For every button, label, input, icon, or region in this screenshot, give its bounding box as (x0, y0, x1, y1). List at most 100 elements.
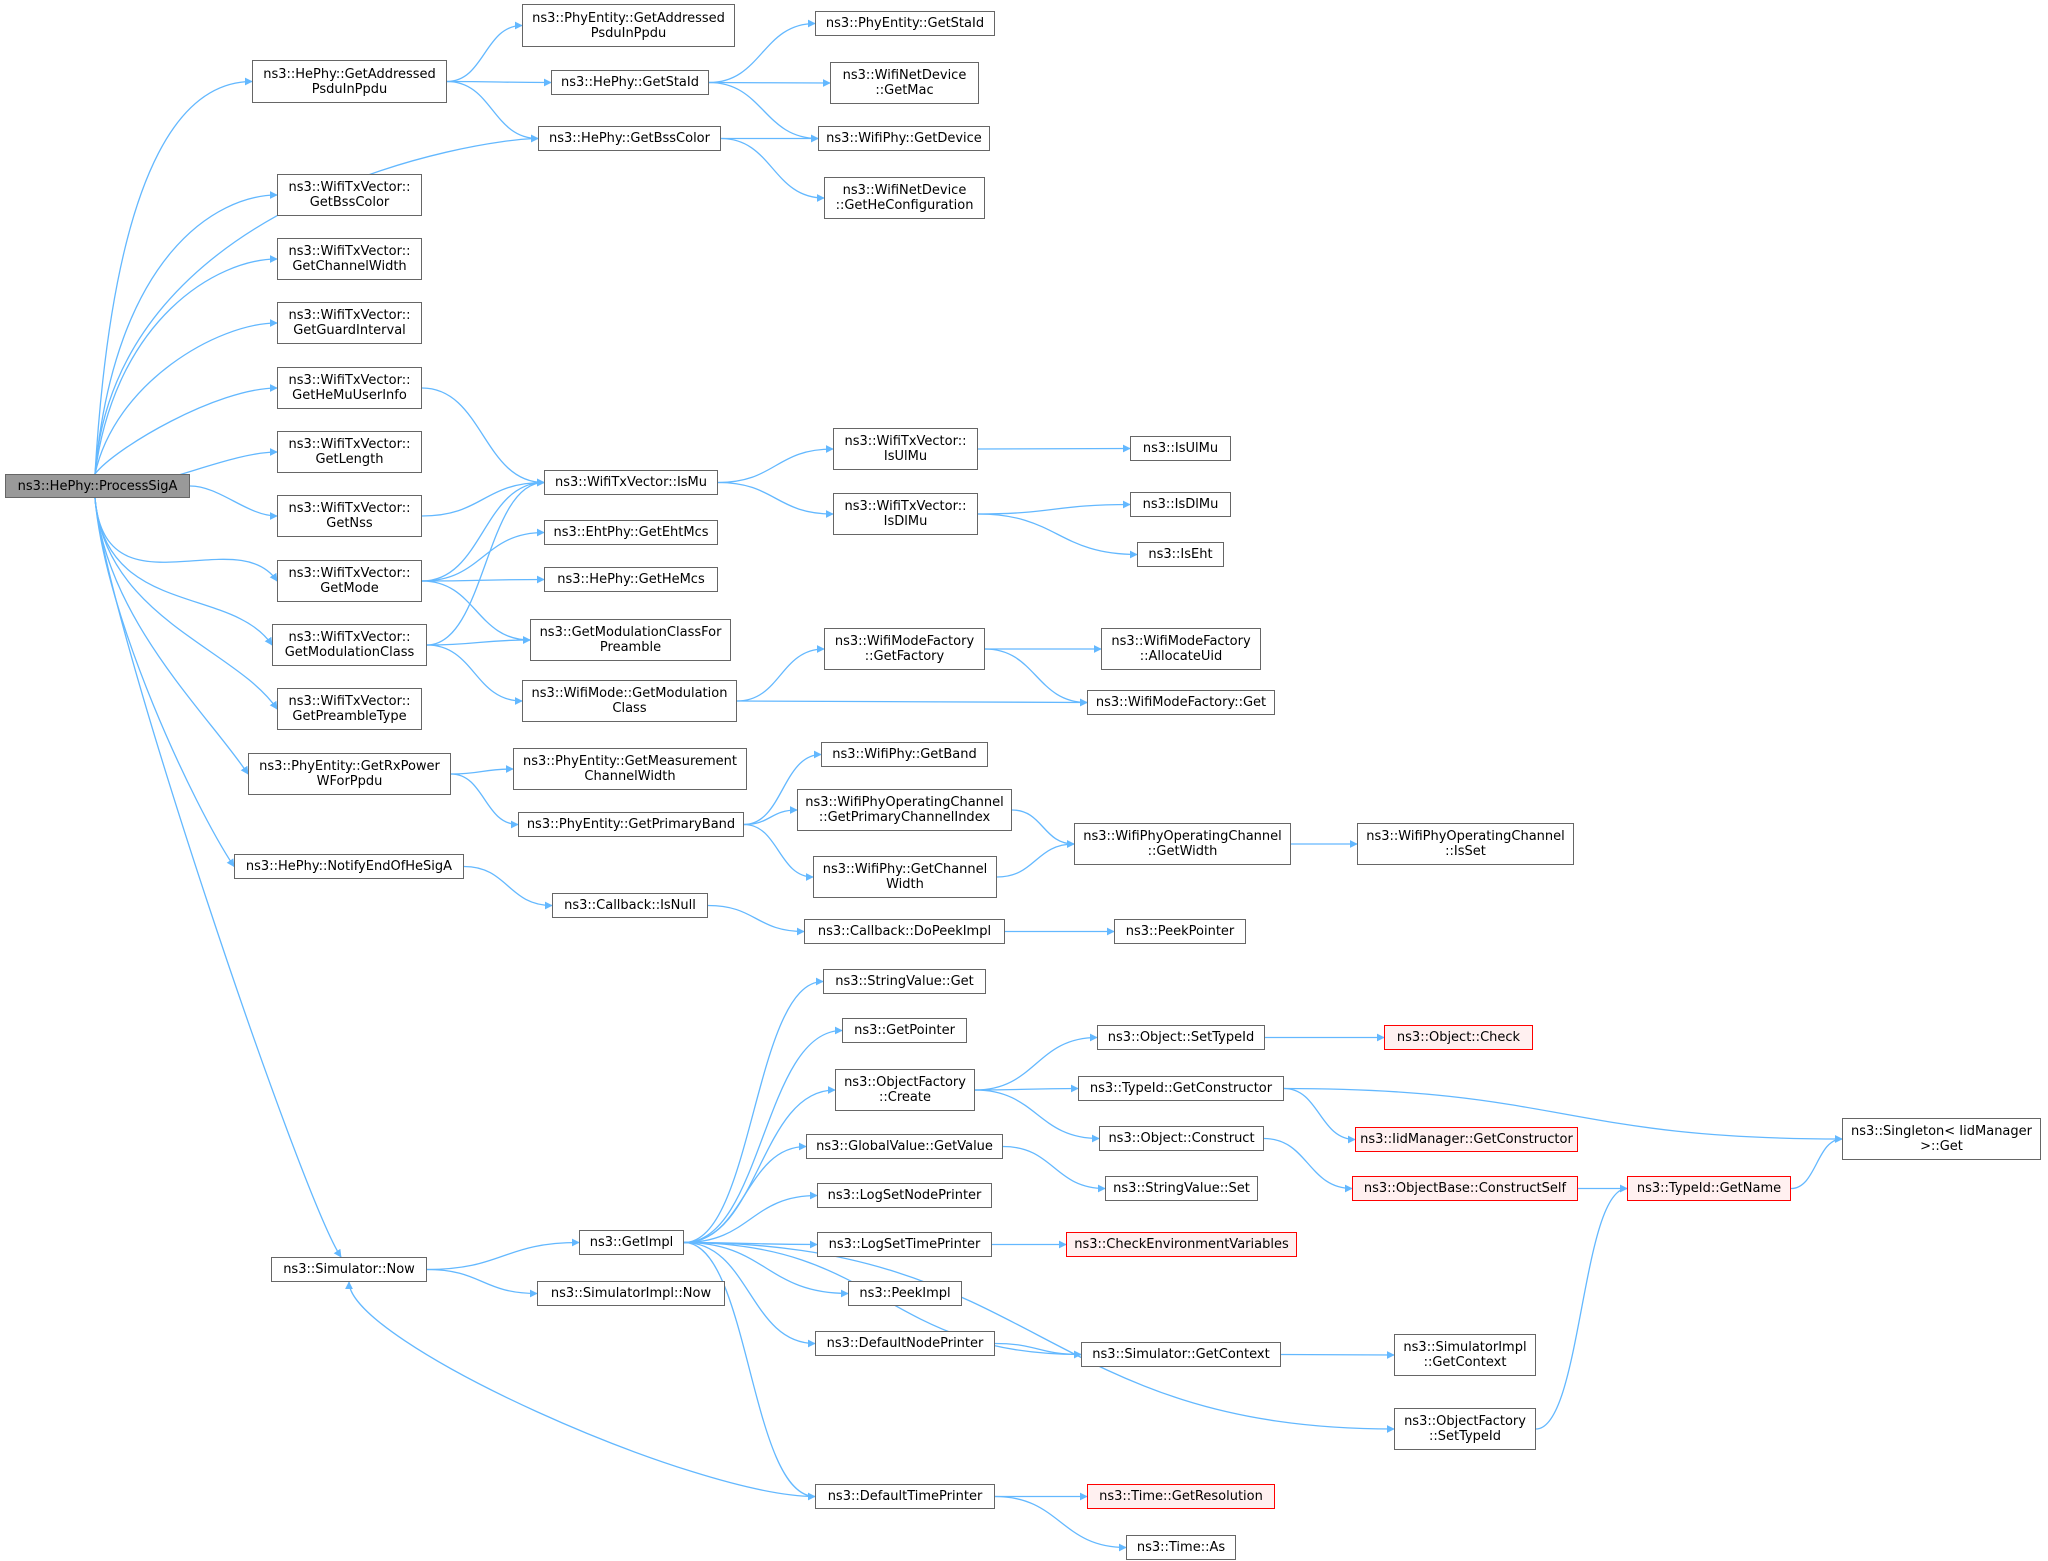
node-label-line: ::IsSet (1445, 844, 1486, 859)
edge-getImpl-to-ofCreate (683, 1086, 836, 1244)
node-objectfactory-settypeid[interactable]: ns3::ObjectFactory::SetTypeId (1394, 1408, 1536, 1450)
node-getpointer[interactable]: ns3::GetPointer (842, 1018, 967, 1043)
node-wifitxvector-getnss[interactable]: ns3::WifiTxVector::GetNss (277, 495, 422, 537)
node-time-getresolution[interactable]: ns3::Time::GetResolution (1087, 1484, 1275, 1509)
node-wifiphyoperatingchannel-isset[interactable]: ns3::WifiPhyOperatingChannel::IsSet (1357, 823, 1574, 865)
node-wifitxvector-getbsscolor[interactable]: ns3::WifiTxVector::GetBssColor (277, 174, 422, 216)
node-label-line: ns3::HePhy::GetBssColor (549, 131, 710, 146)
node-defaulttimeprinter[interactable]: ns3::DefaultTimePrinter (815, 1484, 995, 1509)
node-time-as[interactable]: ns3::Time::As (1126, 1535, 1236, 1560)
node-logsetnodeprinter[interactable]: ns3::LogSetNodePrinter (817, 1183, 992, 1208)
edge-peGetPrimBand-to-wpocGetPrimIdx (743, 806, 798, 826)
node-label-line: ns3::ObjectFactory (844, 1075, 966, 1090)
node-object-construct[interactable]: ns3::Object::Construct (1099, 1126, 1264, 1151)
node-wifitxvector-getpreambletype[interactable]: ns3::WifiTxVector::GetPreambleType (277, 688, 422, 730)
node-hephy-gethemcs[interactable]: ns3::HePhy::GetHeMcs (544, 567, 718, 592)
node-label-line: ns3::Singleton< IidManager (1850, 1124, 2032, 1139)
node-wifimodefactory-getfactory[interactable]: ns3::WifiModeFactory::GetFactory (824, 628, 985, 670)
node-simulator-now[interactable]: ns3::Simulator::Now (271, 1257, 427, 1282)
node-callback-isnull[interactable]: ns3::Callback::IsNull (552, 893, 708, 918)
node-label-line: ::Create (879, 1090, 931, 1105)
node-stringvalue-set[interactable]: ns3::StringValue::Set (1105, 1176, 1258, 1201)
node-label-line: GetPreambleType (292, 709, 407, 724)
node-label-line: ns3::Object::SetTypeId (1107, 1030, 1255, 1045)
node-defaultnodeprinter[interactable]: ns3::DefaultNodePrinter (815, 1331, 995, 1356)
edge-peGetRxPower-to-peGetMeasCw (450, 765, 514, 775)
node-label-line: ns3::WifiTxVector:: (288, 308, 411, 323)
node-wifinetdevice-getmac[interactable]: ns3::WifiNetDevice::GetMac (830, 62, 979, 104)
node-wifimodefactory-get[interactable]: ns3::WifiModeFactory::Get (1087, 690, 1275, 715)
node-peekimpl[interactable]: ns3::PeekImpl (848, 1281, 962, 1306)
node-simulatorimpl-now[interactable]: ns3::SimulatorImpl::Now (537, 1281, 725, 1306)
node-label-line: ns3::TypeId::GetName (1636, 1181, 1782, 1196)
node-phyentity-getprimaryband[interactable]: ns3::PhyEntity::GetPrimaryBand (518, 812, 744, 837)
node-wifitxvector-ismu[interactable]: ns3::WifiTxVector::IsMu (544, 470, 718, 495)
node-label-line: ns3::HePhy::NotifyEndOfHeSigA (245, 859, 453, 874)
edge-peGetRxPower-to-peGetPrimBand (450, 773, 519, 829)
edge-simNow-to-simImplNow (426, 1268, 538, 1298)
node-wifitxvector-gethemuuserinfo[interactable]: ns3::WifiTxVector::GetHeMuUserInfo (277, 367, 422, 409)
node-simulator-getcontext[interactable]: ns3::Simulator::GetContext (1081, 1342, 1281, 1367)
node-label-line: ns3::WifiTxVector:: (288, 437, 411, 452)
edge-simGetContext-to-simImplGetContext (1280, 1350, 1395, 1359)
node-wifitxvector-getchannelwidth[interactable]: ns3::WifiTxVector::GetChannelWidth (277, 238, 422, 280)
edge-txGetHeMu-to-txIsMu (421, 387, 545, 487)
node-label-line: ns3::WifiModeFactory::Get (1095, 695, 1267, 710)
edge-wmGetModClass-to-wmfGet (736, 698, 1088, 707)
node-objectfactory-create[interactable]: ns3::ObjectFactory::Create (835, 1069, 975, 1111)
node-iidmanager-getconstructor[interactable]: ns3::IidManager::GetConstructor (1355, 1127, 1578, 1152)
node-label-line: ns3::WifiModeFactory (834, 634, 975, 649)
node-wifiphy-getband[interactable]: ns3::WifiPhy::GetBand (821, 742, 988, 767)
node-wifiphyoperatingchannel-getwidth[interactable]: ns3::WifiPhyOperatingChannel::GetWidth (1074, 823, 1291, 865)
node-object-check[interactable]: ns3::Object::Check (1384, 1025, 1533, 1050)
node-getimpl[interactable]: ns3::GetImpl (579, 1230, 684, 1255)
node-wifitxvector-getguardinterval[interactable]: ns3::WifiTxVector::GetGuardInterval (277, 302, 422, 344)
edge-processSigA-to-txGetNss (189, 485, 278, 520)
node-ehtphy-getehtmcs[interactable]: ns3::EhtPhy::GetEhtMcs (544, 520, 718, 545)
node-simulatorimpl-getcontext[interactable]: ns3::SimulatorImpl::GetContext (1394, 1334, 1536, 1376)
node-object-settypeid[interactable]: ns3::Object::SetTypeId (1097, 1025, 1265, 1050)
node-callback-dopeekimpl[interactable]: ns3::Callback::DoPeekImpl (804, 919, 1005, 944)
edge-hpGetStaId-to-peGetStaId (708, 19, 816, 84)
node-label-line: >::Get (1920, 1139, 1963, 1154)
node-phyentity-getstaid[interactable]: ns3::PhyEntity::GetStaId (815, 11, 995, 36)
node-label-line: ns3::StringValue::Get (835, 974, 974, 989)
node-peekpointer[interactable]: ns3::PeekPointer (1114, 919, 1246, 944)
node-checkenvironmentvariables[interactable]: ns3::CheckEnvironmentVariables (1066, 1232, 1297, 1257)
node-wifitxvector-isulmu[interactable]: ns3::WifiTxVector::IsUlMu (833, 428, 978, 470)
node-singleton-iidmanager-get[interactable]: ns3::Singleton< IidManager>::Get (1842, 1118, 2041, 1160)
node-iseht[interactable]: ns3::IsEht (1137, 542, 1224, 567)
node-wifitxvector-getmode[interactable]: ns3::WifiTxVector::GetMode (277, 560, 422, 602)
edge-txIsMu-to-txIsUlMu (717, 445, 834, 484)
node-wifitxvector-isdlmu[interactable]: ns3::WifiTxVector::IsDlMu (833, 493, 978, 535)
node-isdlmu[interactable]: ns3::IsDlMu (1130, 492, 1231, 517)
edge-defNodePrinter-to-simGetContext (994, 1342, 1082, 1359)
node-label-line: ns3::LogSetNodePrinter (827, 1188, 982, 1203)
node-stringvalue-get[interactable]: ns3::StringValue::Get (823, 969, 986, 994)
edge-txGetMode-to-heGetMcs (421, 575, 545, 584)
node-hephy-notifyendofhesiga[interactable]: ns3::HePhy::NotifyEndOfHeSigA (234, 854, 464, 879)
node-logsettimeprinter[interactable]: ns3::LogSetTimePrinter (817, 1232, 992, 1257)
node-hephy-getstaid[interactable]: ns3::HePhy::GetStaId (551, 70, 709, 95)
node-label-line: GetGuardInterval (293, 323, 406, 338)
node-wifiphyoperatingchannel-getprimarychannelindex[interactable]: ns3::WifiPhyOperatingChannel::GetPrimary… (797, 789, 1012, 831)
node-wifiphy-getdevice[interactable]: ns3::WifiPhy::GetDevice (818, 126, 990, 151)
node-wifinetdevice-getheconfiguration[interactable]: ns3::WifiNetDevice::GetHeConfiguration (824, 177, 985, 219)
node-label-line: Class (612, 701, 647, 716)
node-wifitxvector-getmodulationclass[interactable]: ns3::WifiTxVector::GetModulationClass (272, 624, 427, 666)
node-globalvalue-getvalue[interactable]: ns3::GlobalValue::GetValue (806, 1134, 1003, 1159)
node-wifitxvector-getlength[interactable]: ns3::WifiTxVector::GetLength (277, 431, 422, 473)
node-hephy-getbsscolor[interactable]: ns3::HePhy::GetBssColor (538, 126, 721, 151)
node-wifimodefactory-allocateuid[interactable]: ns3::WifiModeFactory::AllocateUid (1101, 628, 1261, 670)
node-isulmu[interactable]: ns3::IsUlMu (1130, 436, 1231, 461)
node-typeid-getname[interactable]: ns3::TypeId::GetName (1627, 1176, 1791, 1201)
node-objectbase-constructself[interactable]: ns3::ObjectBase::ConstructSelf (1352, 1176, 1578, 1201)
node-typeid-getconstructor[interactable]: ns3::TypeId::GetConstructor (1078, 1076, 1284, 1101)
